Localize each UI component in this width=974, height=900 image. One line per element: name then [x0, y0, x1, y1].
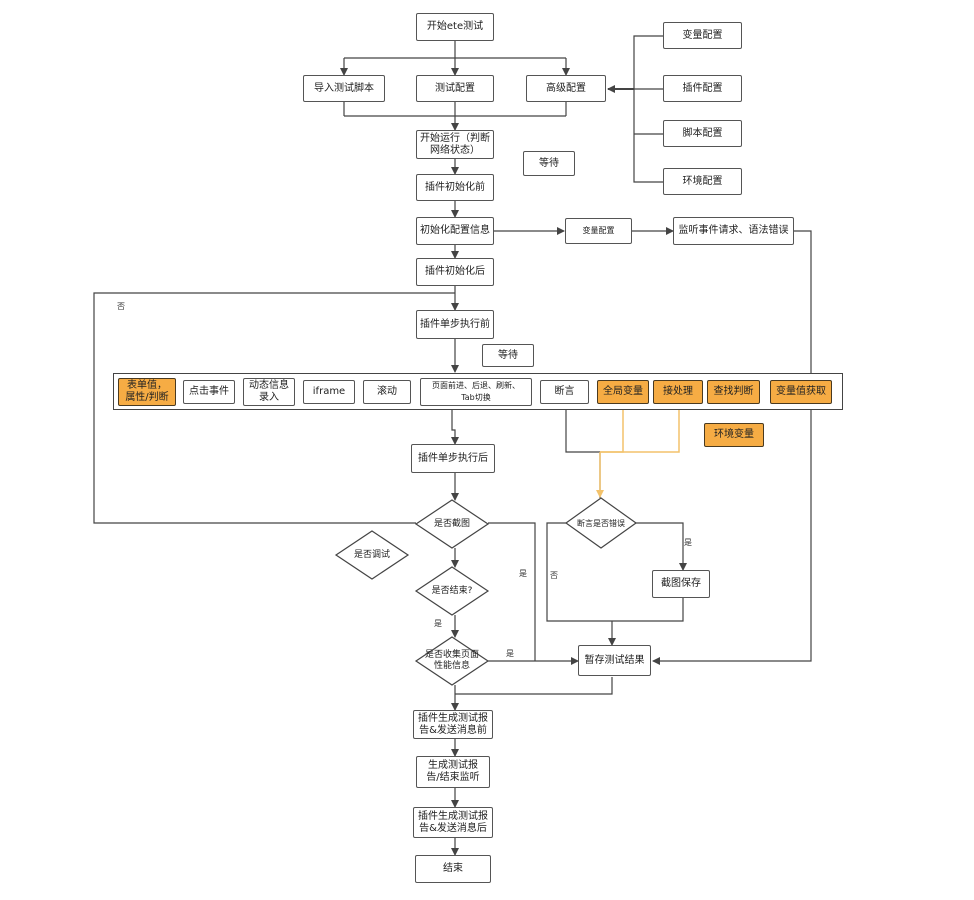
after-plugin-init-node: 插件初始化后	[416, 258, 494, 286]
strip-item-click: 点击事件	[183, 380, 235, 404]
plugin-config-node: 插件配置	[663, 75, 742, 102]
strip-item-iframe: iframe	[303, 380, 355, 404]
decision-screenshot: 是否截图	[433, 518, 470, 529]
strip-item-dynamic-input: 动态信息 录入	[243, 378, 295, 406]
decision-collect-perf: 是否收集页面 性能信息	[424, 650, 479, 671]
listen-events-node: 监听事件请求、语法错误	[673, 217, 794, 245]
edge-label-no-assert: 否	[550, 571, 558, 580]
test-config-node: 测试配置	[416, 75, 494, 102]
var-config-node: 变量配置	[663, 22, 742, 49]
after-report-node: 插件生成测试报 告&发送消息后	[413, 807, 493, 838]
strip-item-find-check: 查找判断	[707, 380, 760, 404]
import-script-node: 导入测试脚本	[303, 75, 385, 102]
save-result-node: 暂存测试结果	[578, 645, 651, 676]
strip-item-scroll: 滚动	[363, 380, 411, 404]
advanced-config-node: 高级配置	[526, 75, 606, 102]
strip-item-handler: 接处理	[653, 380, 703, 404]
edge-label-yes-perf: 是	[506, 649, 514, 658]
before-plugin-init-node: 插件初始化前	[416, 174, 494, 201]
start-node: 开始ete测试	[416, 13, 494, 41]
strip-item-var-get: 变量值获取	[770, 380, 832, 404]
wait-node-1: 等待	[523, 151, 575, 176]
strip-item-global-var: 全局变量	[597, 380, 649, 404]
var-config-node-2: 变量配置	[565, 218, 632, 244]
before-step-node: 插件单步执行前	[416, 310, 494, 339]
env-var-node: 环境变量	[704, 423, 764, 447]
screenshot-save-node: 截图保存	[652, 570, 710, 598]
edge-label-no-loop: 否	[117, 302, 125, 311]
script-config-node: 脚本配置	[663, 120, 742, 147]
strip-item-form-value: 表单值， 属性/判断	[118, 378, 176, 406]
edge-label-yes-end: 是	[434, 619, 442, 628]
run-start-node: 开始运行（判断 网络状态）	[416, 130, 494, 159]
gen-report-node: 生成测试报 告/结束监听	[416, 756, 490, 788]
end-node: 结束	[415, 855, 491, 883]
decision-assert-error: 断言是否错误	[577, 518, 625, 528]
after-step-node: 插件单步执行后	[411, 444, 495, 473]
init-config-info-node: 初始化配置信息	[416, 217, 494, 245]
env-config-node: 环境配置	[663, 168, 742, 195]
edge-label-yes-assert: 是	[684, 538, 692, 547]
decision-is-end: 是否结束?	[431, 585, 473, 596]
decision-is-test: 是否调试	[353, 549, 390, 560]
strip-item-page-nav: 页面前进、后退、刷新、 Tab切换	[420, 378, 532, 406]
wait-node-2: 等待	[482, 344, 534, 367]
before-report-node: 插件生成测试报 告&发送消息前	[413, 710, 493, 739]
strip-item-assert: 断言	[540, 380, 589, 404]
edge-label-yes-screenshot: 是	[519, 569, 527, 578]
